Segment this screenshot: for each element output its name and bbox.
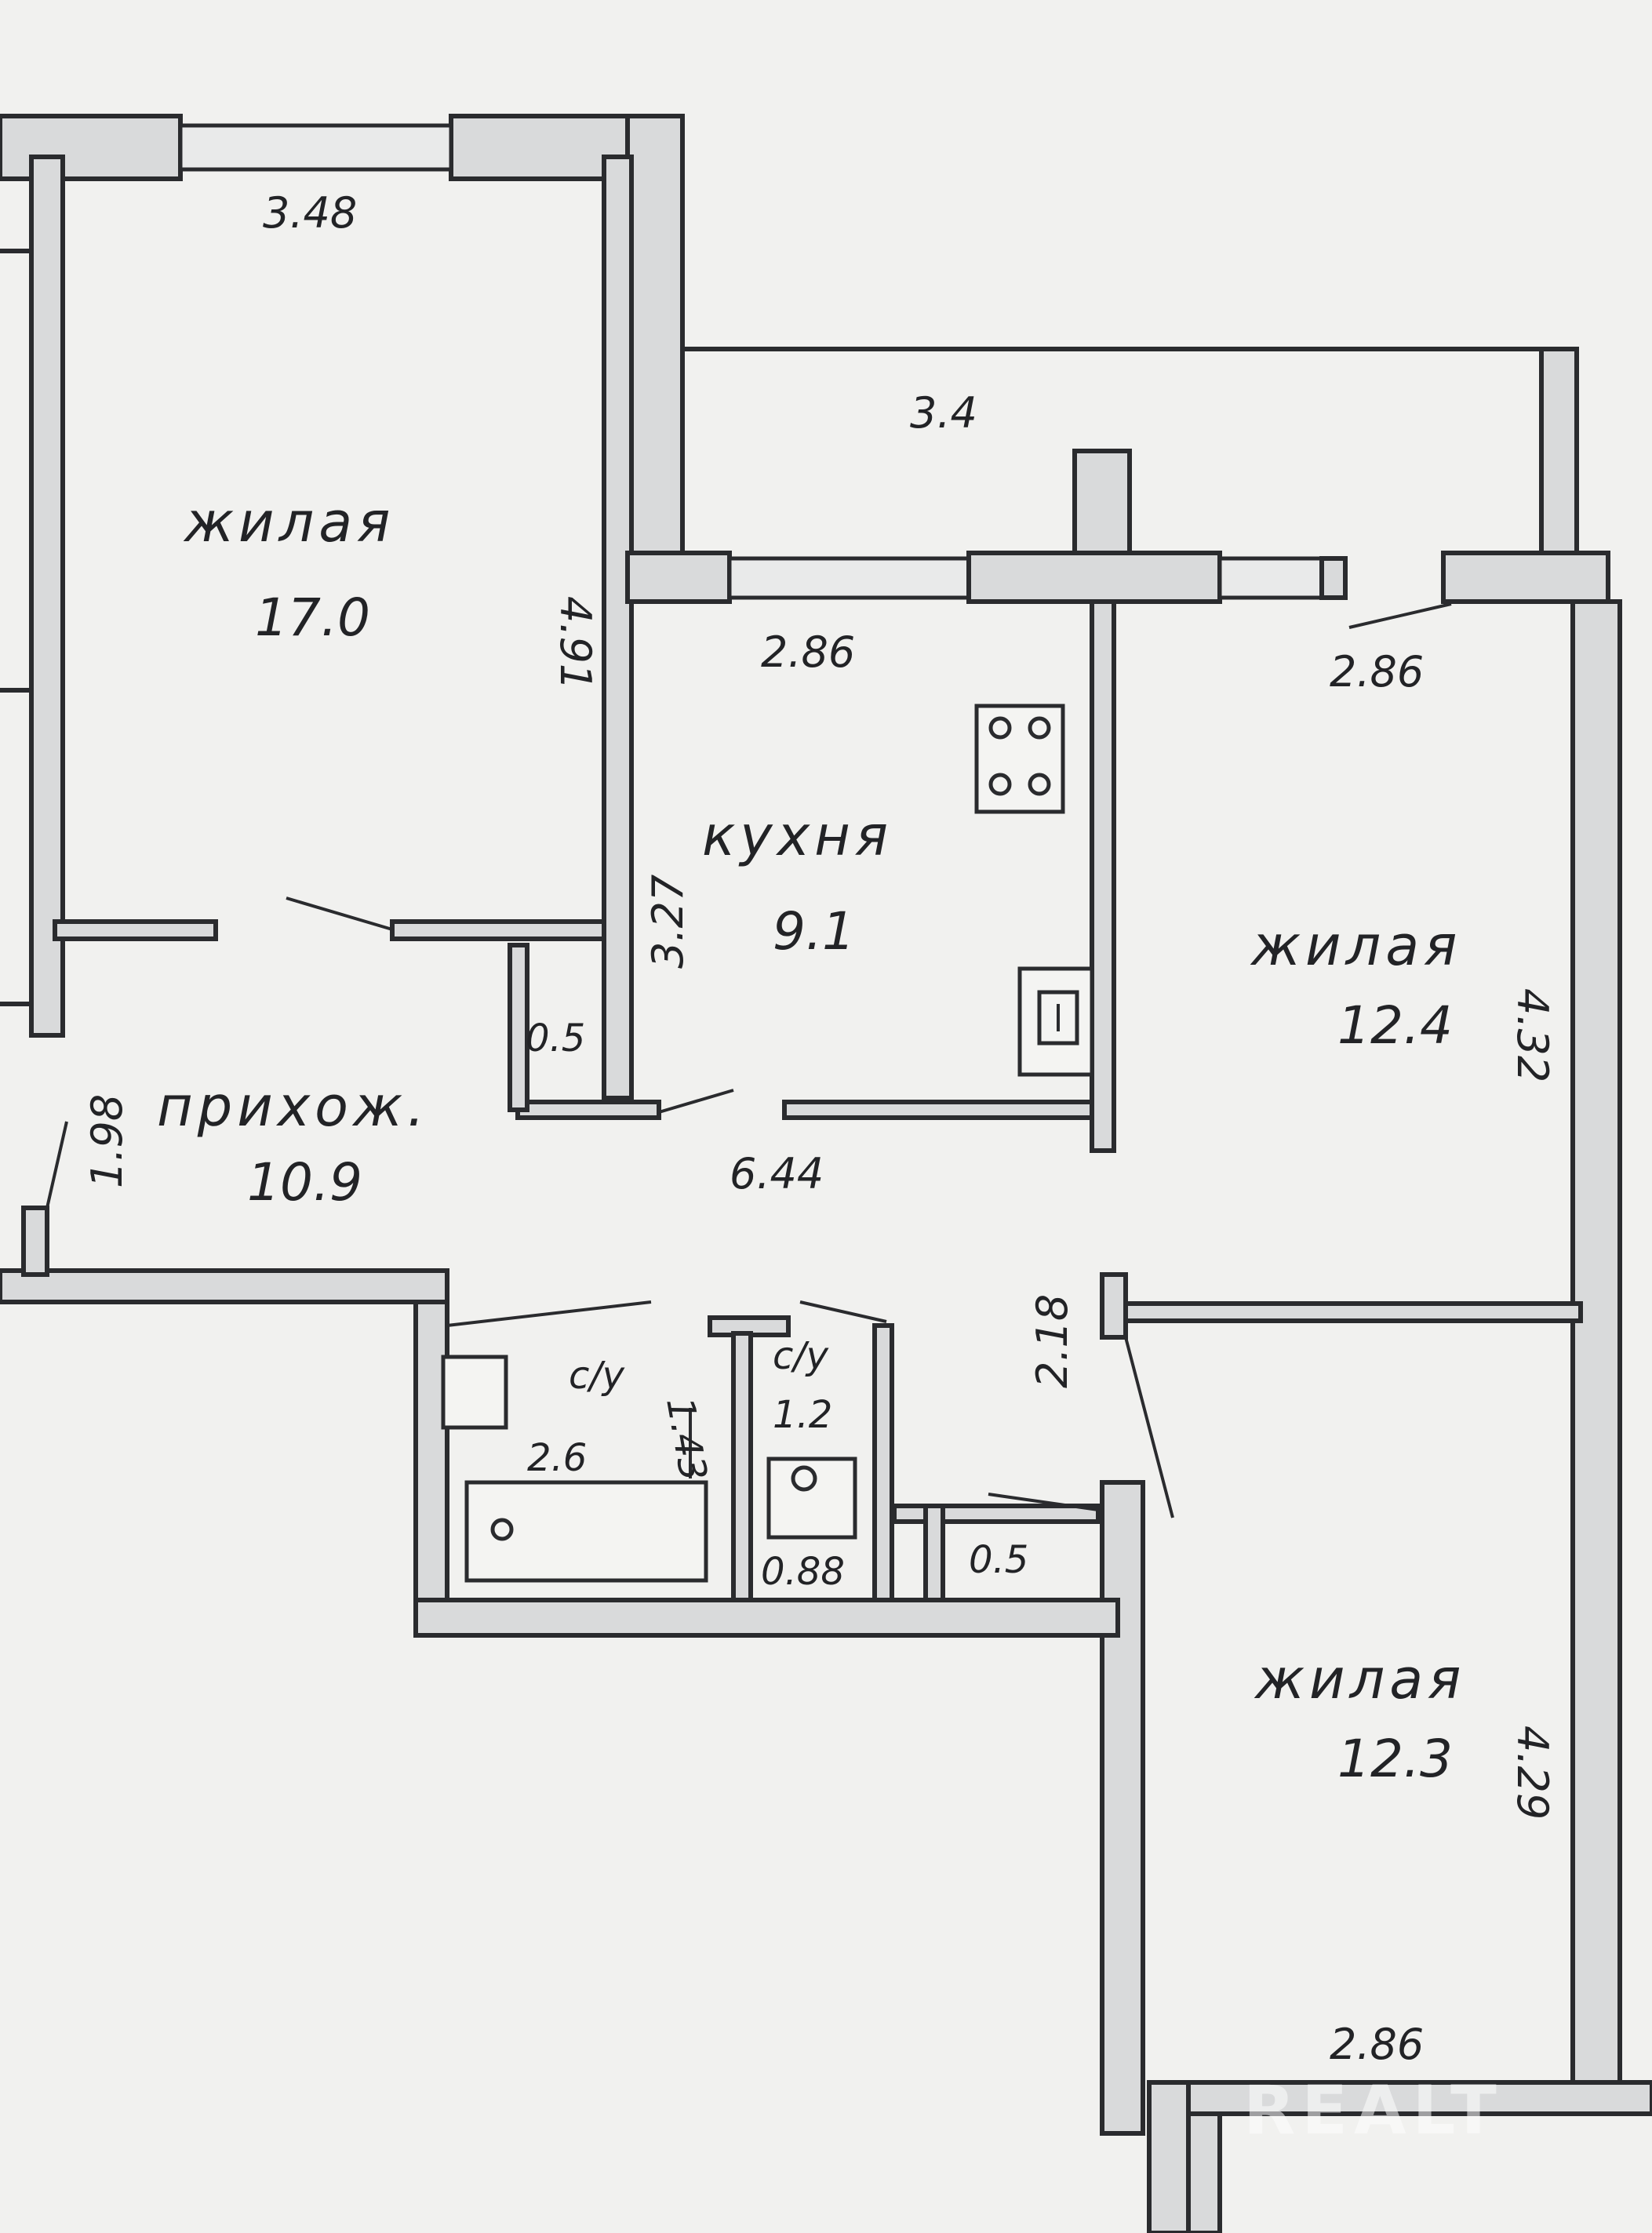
room-area-kitchen: 9.1 <box>773 901 855 962</box>
stove-icon <box>974 704 1065 814</box>
balcony-walls <box>625 347 1610 629</box>
room-name-living-right-mid: жилая <box>1250 914 1461 978</box>
dim-niche: 0.5 <box>526 1016 585 1060</box>
room-area-living-right-mid: 12.4 <box>1337 995 1453 1056</box>
room-name-bath: с/у <box>569 1354 625 1398</box>
room-area-hall: 10.9 <box>247 1152 362 1213</box>
dim-bath-height: 1.43 <box>657 1394 715 1484</box>
dim-corridor-length: 6.44 <box>730 1149 824 1198</box>
room-name-kitchen: кухня <box>702 804 893 868</box>
room-name-living-right-bottom: жилая <box>1254 1647 1465 1711</box>
kitchen-walls <box>508 599 1116 1153</box>
right-rooms-walls <box>1100 599 1652 2233</box>
dim-right-room-width-bottom: 2.86 <box>1330 2020 1424 2069</box>
dim-balcony-width: 3.4 <box>910 388 977 438</box>
watermark-logo: REALT <box>1243 2071 1503 2150</box>
dim-right-mid-height: 4.32 <box>1508 988 1557 1082</box>
dim-right-bottom-height: 4.29 <box>1508 1726 1557 1820</box>
room-area-living-right-bottom: 12.3 <box>1337 1729 1453 1789</box>
dim-kitchen-height: 3.27 <box>643 875 693 969</box>
dim-kitchen-width: 2.86 <box>761 627 855 677</box>
room-name-living-top-left: жилая <box>183 490 395 555</box>
dim-hall-width: 1.98 <box>82 1094 132 1188</box>
hall-and-bath-walls <box>0 1121 1120 1638</box>
toilet-bath-fixtures <box>441 1355 857 1583</box>
dim-wc-width: 0.88 <box>761 1550 845 1594</box>
dim-right-room-width-top: 2.86 <box>1330 647 1424 696</box>
dim-closet: 0.5 <box>969 1538 1028 1582</box>
dim-door-width: 2.18 <box>1028 1294 1077 1388</box>
room-name-wc: с/у <box>773 1334 829 1378</box>
dim-top-left-width: 3.48 <box>263 188 357 238</box>
room-name-hall: прихож. <box>157 1075 429 1139</box>
living-room-top-left-walls <box>0 114 685 1100</box>
room-area-bath: 2.6 <box>527 1436 587 1480</box>
toilet-icon <box>441 1355 508 1430</box>
room-area-wc: 1.2 <box>773 1393 832 1437</box>
sink-icon <box>1017 966 1094 1077</box>
dim-top-left-height: 4.91 <box>551 596 600 690</box>
room-area-living-top-left: 17.0 <box>255 587 370 648</box>
